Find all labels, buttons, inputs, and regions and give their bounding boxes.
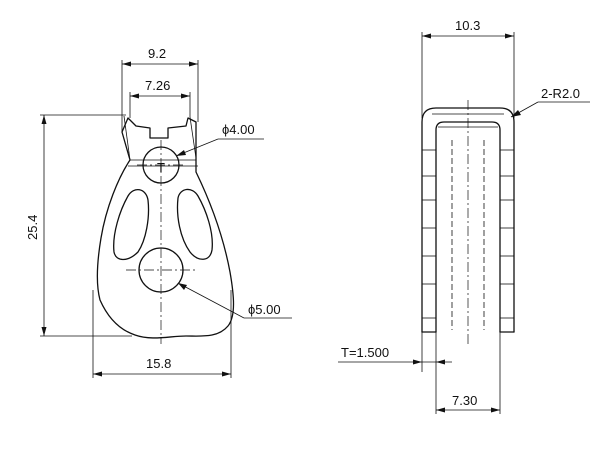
dim-10.3-arrow-left: [422, 33, 431, 39]
dim-25.4-arrow-bottom: [41, 327, 47, 336]
side-view: 10.3 2-R2.0 T=1.500 7.30: [338, 18, 590, 414]
front-crest-line-left: [123, 115, 131, 161]
dim-7.26-label: 7.26: [145, 78, 170, 93]
dim-7.30-label: 7.30: [452, 393, 477, 408]
front-outline: [96, 117, 235, 339]
dim-15.8-arrow-left: [93, 371, 102, 377]
dim-7.26-arrow-left: [130, 93, 139, 99]
front-hole-small-mark: T: [157, 160, 165, 175]
dim-7.30-arrow-right: [491, 407, 500, 413]
label-hole-small: ϕ4.00: [222, 122, 255, 137]
dim-25.4-arrow-top: [41, 115, 47, 124]
dim-thickness-label: T=1.500: [341, 345, 389, 360]
dim-25.4-label: 25.4: [25, 215, 40, 240]
front-view: T 9.2 7.26 25.4 15.8: [25, 46, 292, 378]
front-window-right: [176, 188, 213, 260]
side-left-leg-ticks: [422, 149, 436, 319]
leader-hole-small-arrow: [176, 150, 186, 156]
leader-hole-large-arrow: [178, 283, 187, 290]
front-window-left: [113, 189, 150, 261]
label-hole-large: ϕ5.00: [248, 302, 281, 317]
dim-15.8-label: 15.8: [146, 356, 171, 371]
dim-thickness-arrow-left: [413, 359, 422, 365]
leader-hole-large: [177, 282, 245, 319]
dim-7.26-arrow-right: [181, 93, 190, 99]
dim-10.3-arrow-right: [505, 33, 514, 39]
dim-9.2-arrow-right: [189, 61, 198, 67]
dim-9.2-label: 9.2: [148, 46, 166, 61]
dim-15.8-arrow-right: [222, 371, 231, 377]
front-crest-line-right: [189, 116, 197, 159]
side-right-leg-ticks: [500, 149, 514, 319]
dim-10.3-label: 10.3: [455, 18, 480, 33]
dim-7.30-arrow-left: [436, 407, 445, 413]
dim-9.2-arrow-left: [122, 61, 131, 67]
leader-radius-arrow: [511, 110, 521, 117]
dim-thickness-arrow-right: [436, 359, 445, 365]
label-radius: 2-R2.0: [541, 86, 580, 101]
